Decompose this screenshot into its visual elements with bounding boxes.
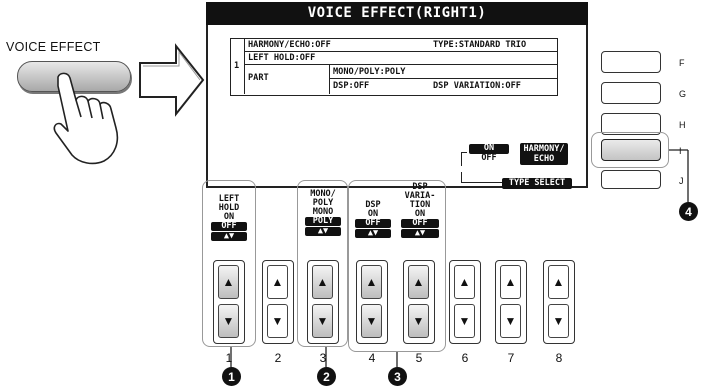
button-number-1: 1 — [214, 351, 244, 365]
harmony-echo-pill[interactable]: HARMONY/ ECHO — [520, 143, 568, 165]
dsp-control: DSP ON OFF ▲▼ — [355, 201, 391, 238]
mono-updown-icon: ▲▼ — [305, 227, 341, 236]
arrow-right-icon — [140, 46, 203, 114]
updown-button-4[interactable]: ▲ ▼ — [356, 260, 388, 344]
button-number-6: 6 — [450, 351, 480, 365]
button-i[interactable] — [601, 139, 661, 161]
updown-button-7[interactable]: ▲ ▼ — [495, 260, 527, 344]
down-arrow-icon[interactable]: ▼ — [267, 304, 288, 338]
down-arrow-icon[interactable]: ▼ — [500, 304, 521, 338]
updown-button-2[interactable]: ▲ ▼ — [262, 260, 294, 344]
button-g[interactable] — [601, 82, 661, 104]
up-arrow-icon[interactable]: ▲ — [267, 265, 288, 299]
callout-1: 1 — [222, 367, 241, 386]
screen-title: VOICE EFFECT(RIGHT1) — [206, 2, 588, 25]
button-number-4: 4 — [357, 351, 387, 365]
label-f: F — [679, 58, 685, 68]
label-h: H — [679, 120, 686, 130]
left-hold-control: LEFT HOLD ON OFF ▲▼ — [211, 195, 247, 241]
echo-label: ECHO — [520, 154, 568, 164]
left-hold-off: OFF — [211, 222, 247, 231]
down-arrow-icon[interactable]: ▼ — [312, 304, 333, 338]
dspvar-updown-icon: ▲▼ — [401, 229, 439, 238]
dsp-variation-control: DSP VARIA- TION ON OFF ▲▼ — [401, 183, 439, 238]
harmony-label: HARMONY/ — [520, 144, 568, 154]
button-j[interactable] — [601, 170, 661, 189]
button-number-7: 7 — [496, 351, 526, 365]
mono-poly-control: MONO/ POLY MONO POLY ▲▼ — [305, 190, 341, 236]
up-arrow-icon[interactable]: ▲ — [361, 265, 382, 299]
button-number-5: 5 — [404, 351, 434, 365]
updown-button-1[interactable]: ▲ ▼ — [213, 260, 245, 344]
mono-poly-value: MONO/POLY:POLY — [333, 67, 405, 77]
up-arrow-icon[interactable]: ▲ — [548, 265, 569, 299]
down-arrow-icon[interactable]: ▼ — [218, 304, 239, 338]
dspvar-off: OFF — [401, 219, 439, 228]
up-arrow-icon[interactable]: ▲ — [312, 265, 333, 299]
updown-button-6[interactable]: ▲ ▼ — [449, 260, 481, 344]
label-g: G — [679, 89, 686, 99]
callout-3: 3 — [388, 367, 407, 386]
label-i: I — [679, 146, 682, 156]
row-number: 1 — [234, 61, 239, 71]
up-arrow-icon[interactable]: ▲ — [454, 265, 475, 299]
updown-button-8[interactable]: ▲ ▼ — [543, 260, 575, 344]
up-arrow-icon[interactable]: ▲ — [408, 265, 429, 299]
dsp-off: OFF — [355, 219, 391, 228]
label-j: J — [679, 176, 684, 186]
callout-4: 4 — [679, 202, 698, 221]
harmony-echo-value: HARMONY/ECHO:OFF — [248, 40, 331, 50]
type-select-area: ON OFF HARMONY/ ECHO TYPE SELECT — [458, 136, 590, 188]
off-label: OFF — [469, 154, 509, 163]
settings-table: 1 HARMONY/ECHO:OFF TYPE:STANDARD TRIO LE… — [230, 38, 558, 96]
up-arrow-icon[interactable]: ▲ — [218, 265, 239, 299]
part-label: PART — [248, 73, 269, 83]
button-number-3: 3 — [308, 351, 338, 365]
up-arrow-icon[interactable]: ▲ — [500, 265, 521, 299]
down-arrow-icon[interactable]: ▼ — [548, 304, 569, 338]
type-value: TYPE:STANDARD TRIO — [433, 40, 526, 50]
down-arrow-icon[interactable]: ▼ — [408, 304, 429, 338]
left-hold-updown-icon: ▲▼ — [211, 232, 247, 241]
down-arrow-icon[interactable]: ▼ — [361, 304, 382, 338]
dsp-variation-value: DSP VARIATION:OFF — [433, 81, 521, 91]
updown-button-5[interactable]: ▲ ▼ — [403, 260, 435, 344]
callout-2: 2 — [317, 367, 336, 386]
pressing-hand-icon — [54, 73, 117, 163]
left-hold-value: LEFT HOLD:OFF — [248, 53, 315, 63]
button-number-8: 8 — [544, 351, 574, 365]
updown-button-3[interactable]: ▲ ▼ — [307, 260, 339, 344]
button-f[interactable] — [601, 51, 661, 73]
dsp-value: DSP:OFF — [333, 81, 369, 91]
dsp-updown-icon: ▲▼ — [355, 229, 391, 238]
mono-poly-selected: POLY — [305, 217, 341, 226]
button-number-2: 2 — [263, 351, 293, 365]
down-arrow-icon[interactable]: ▼ — [454, 304, 475, 338]
type-select-pill[interactable]: TYPE SELECT — [502, 178, 572, 189]
